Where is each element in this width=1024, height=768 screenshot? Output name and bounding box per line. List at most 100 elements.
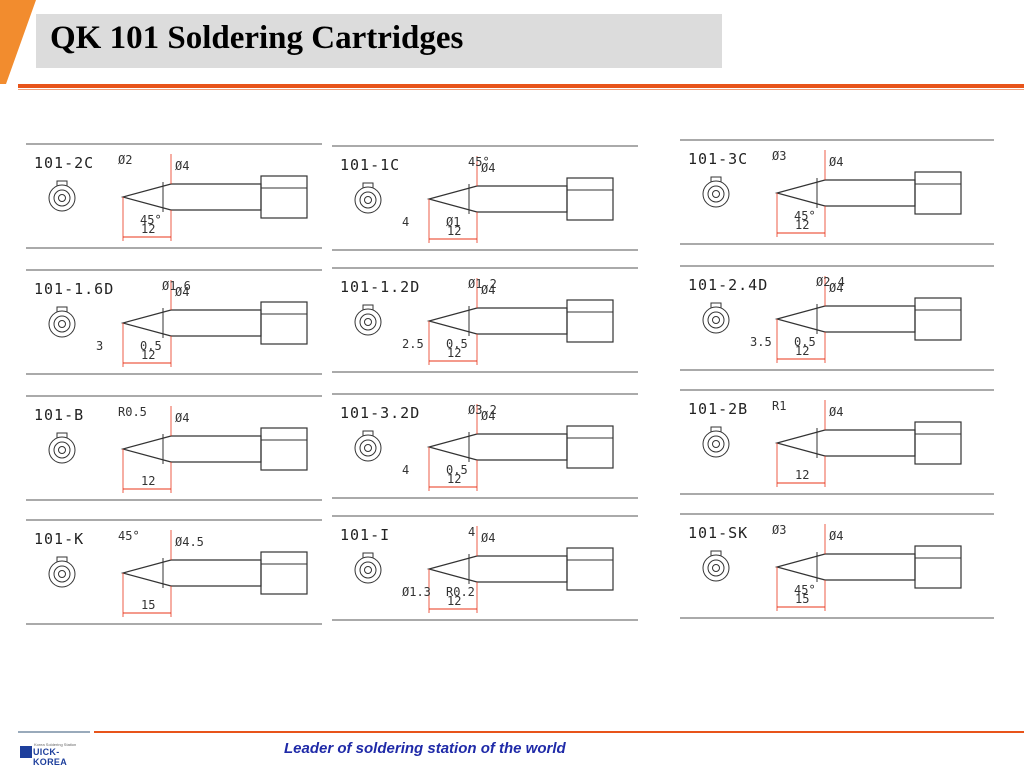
cartridge-handle [260, 551, 308, 595]
dimension-label: 12 [447, 472, 461, 486]
cartridge-model-label: 101-1.2D [340, 278, 421, 296]
dimension-label: 45° [468, 155, 490, 169]
cartridge-drawing: 4 Ø4 0.5 Ø3.2 12 [332, 393, 638, 499]
end-view-outer [48, 436, 76, 464]
cartridge-model-label: 101-3.2D [340, 404, 421, 422]
dimension-label: Ø3.2 [468, 403, 497, 417]
cartridge-shaft [171, 435, 262, 463]
dimension-label: 15 [795, 592, 809, 606]
dimension-label: 4 [402, 463, 409, 477]
end-view-inner [58, 194, 66, 202]
end-view-inner [364, 318, 372, 326]
cartridge-card: Ø4 Ø3 45°15 101-SK [680, 513, 994, 619]
dimension-label: Ø4 [175, 159, 189, 173]
end-view-outer [702, 306, 730, 334]
company-logo: Korea Soldering Station UICK-KOREA [20, 742, 92, 767]
logo-tagline: Korea Soldering Station [34, 742, 77, 747]
cartridge-handle [914, 297, 962, 341]
dimension-label: 0.5 [446, 337, 468, 351]
end-view-middle [53, 315, 71, 333]
cartridge-shaft [825, 429, 916, 457]
cartridge-model-label: 101-SK [688, 524, 749, 542]
end-view-inner [712, 190, 720, 198]
end-view-key [362, 552, 374, 558]
end-view-inner [364, 444, 372, 452]
dimension-label: Ø4 [175, 411, 189, 425]
dimension-label: Ø4 [481, 409, 495, 423]
end-view-key [362, 430, 374, 436]
dimension-label: 12 [447, 346, 461, 360]
cartridge-model-label: 101-1.6D [34, 280, 115, 298]
end-view-middle [53, 565, 71, 583]
cartridge-model-label: 101-2.4D [688, 276, 769, 294]
dimension-label: 3 [96, 339, 103, 353]
logo-wordmark: UICK-KOREA [33, 747, 68, 767]
tip-taper [120, 309, 172, 337]
end-view-key [710, 426, 722, 432]
cartridge-shaft [171, 559, 262, 587]
footer-slogan: Leader of soldering station of the world [284, 740, 566, 757]
cartridge-shaft [477, 307, 568, 335]
cartridge-shaft [477, 555, 568, 583]
cartridge-handle [260, 175, 308, 219]
dimension-label: 4 [468, 525, 475, 539]
cartridge-shaft [825, 179, 916, 207]
page-title: QK 101 Soldering Cartridges [50, 20, 464, 56]
tip-taper [120, 559, 172, 587]
dimension-label: 12 [795, 468, 809, 482]
tip-taper [774, 553, 826, 581]
dimension-label: 3.5 [750, 335, 772, 349]
dimension-label: Ø3 [772, 149, 786, 163]
tip-taper [426, 307, 478, 335]
dimension-label: Ø1.6 [162, 279, 191, 293]
dimension-label: 45° [794, 209, 816, 223]
dimension-label: Ø4 [829, 281, 843, 295]
dimension-label: 0.5 [446, 463, 468, 477]
end-view-inner [364, 196, 372, 204]
tip-taper [426, 555, 478, 583]
title-banner [36, 14, 722, 68]
end-view-key [56, 306, 68, 312]
dimension-label: Ø3 [772, 523, 786, 537]
cartridge-model-label: 101-2C [34, 154, 95, 172]
tip-taper [774, 179, 826, 207]
end-view-inner [58, 446, 66, 454]
dimension-label: Ø4 [481, 161, 495, 175]
end-view-key [56, 180, 68, 186]
cartridge-drawing: Ø4.545°15 [26, 519, 322, 625]
cartridge-shaft [477, 185, 568, 213]
dimension-label: 12 [795, 218, 809, 232]
cartridge-handle [914, 421, 962, 465]
end-view-outer [702, 554, 730, 582]
end-view-middle [359, 561, 377, 579]
end-view-middle [707, 435, 725, 453]
dimension-label: Ø4 [829, 405, 843, 419]
end-view-key [362, 182, 374, 188]
cartridge-handle [566, 547, 614, 591]
dimension-label: 45° [118, 529, 140, 543]
dimension-label: Ø1.2 [468, 277, 497, 291]
cartridge-shaft [171, 309, 262, 337]
cartridge-handle [566, 177, 614, 221]
tip-taper [426, 185, 478, 213]
end-view-middle [359, 439, 377, 457]
cartridge-model-label: 101-I [340, 526, 391, 544]
end-view-outer [354, 556, 382, 584]
end-view-key [56, 556, 68, 562]
end-view-inner [712, 440, 720, 448]
cartridge-model-label: 101-1C [340, 156, 401, 174]
tip-taper [120, 435, 172, 463]
cartridge-drawing: Ø4 Ø3 45°15 [680, 513, 994, 619]
tip-taper [774, 429, 826, 457]
dimension-label: 45° [794, 583, 816, 597]
dimension-label: Ø4 [829, 529, 843, 543]
